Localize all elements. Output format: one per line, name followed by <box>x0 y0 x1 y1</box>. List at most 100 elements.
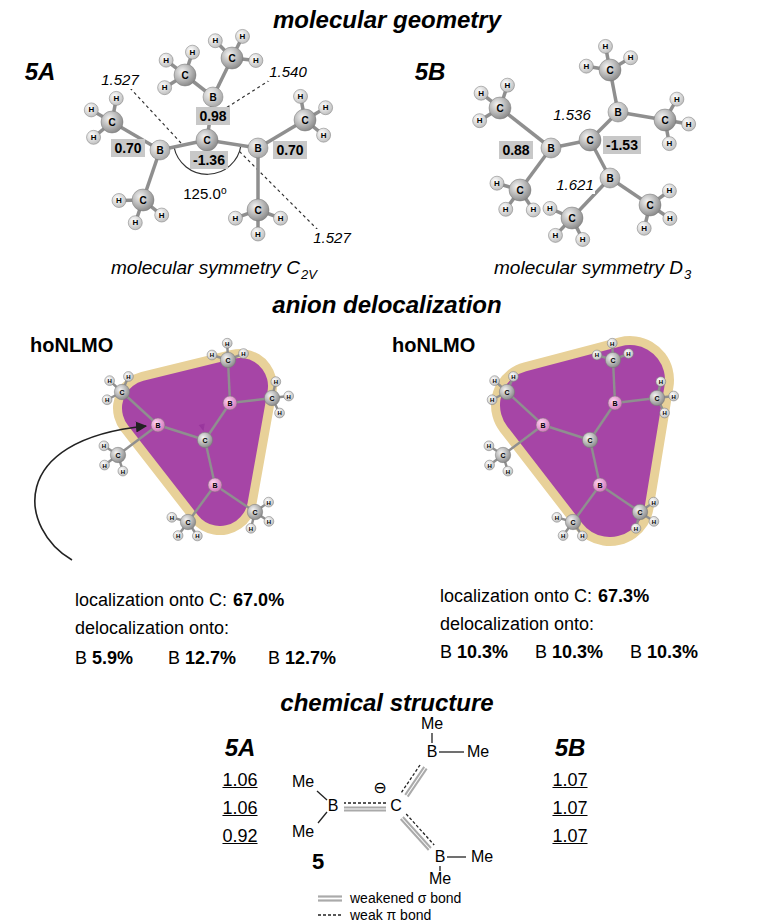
charge-box: 0.70 <box>273 141 306 159</box>
atom-symbol: H <box>210 352 214 358</box>
atom-sphere <box>662 137 676 151</box>
atom-symbol: C <box>568 214 575 224</box>
atom-symbol: H <box>240 33 246 41</box>
atom-symbol: H <box>102 443 106 449</box>
atom-sphere <box>632 504 647 519</box>
atom-sphere <box>319 101 333 115</box>
atom-symbol: B <box>254 144 261 154</box>
atom-symbol: H <box>323 104 329 112</box>
atom-symbol: H <box>278 215 284 223</box>
atom-symbol: H <box>266 500 270 506</box>
atom-symbol: H <box>652 519 656 525</box>
atom-sphere <box>159 53 173 67</box>
atom-sphere <box>599 39 613 53</box>
atom-sphere <box>222 338 232 348</box>
atom-sphere <box>284 391 294 401</box>
text-label: localization onto C: <box>440 586 592 607</box>
atom-sphere <box>489 97 511 119</box>
atom-symbol: H <box>672 394 676 400</box>
atom-sphere <box>208 478 222 492</box>
legend-sample <box>318 895 342 897</box>
atom-sphere <box>221 47 243 69</box>
atom-sphere <box>223 396 237 410</box>
bond-length: 1.621 <box>555 176 595 193</box>
atom-sphere <box>239 349 249 359</box>
compound-number: 5B <box>415 58 446 86</box>
atom-symbol: B <box>540 422 545 429</box>
atom-sphere <box>649 390 664 405</box>
atom-sphere <box>158 81 172 95</box>
atom-symbol: H <box>162 84 168 92</box>
charge-value: -1.53 <box>606 137 638 153</box>
atom-sphere <box>207 350 217 360</box>
subscript: 3 <box>684 268 691 283</box>
atom-sphere <box>87 130 101 144</box>
atom-symbol: H <box>494 180 500 188</box>
structure-label: Me <box>467 743 489 761</box>
atom-symbol: C <box>610 357 615 364</box>
atom-sphere <box>503 466 513 476</box>
atom-symbol: C <box>646 201 653 211</box>
atom-sphere <box>271 377 281 387</box>
atom-sphere <box>499 384 514 399</box>
charge-box: -1.36 <box>190 151 228 169</box>
atom-sphere <box>84 103 98 117</box>
atom-sphere <box>624 51 638 65</box>
atom-sphere <box>500 78 514 92</box>
atom-sphere <box>248 138 268 158</box>
atom-symbol: H <box>255 231 261 239</box>
atom-sphere <box>490 376 500 386</box>
single-bond <box>439 751 464 752</box>
structure-label: Me <box>429 870 451 888</box>
atom-sphere <box>499 202 513 216</box>
atom-sphere <box>509 179 531 201</box>
atom-symbol: H <box>212 37 218 45</box>
atom-symbol: B <box>614 108 621 118</box>
atom-symbol: H <box>530 206 536 214</box>
atom-symbol: H <box>478 90 484 98</box>
atom-symbol: H <box>667 215 673 223</box>
single-bond <box>318 812 327 823</box>
atom-sphere <box>203 87 223 107</box>
atom-symbol: H <box>487 463 491 469</box>
atom-symbol: H <box>503 206 509 214</box>
text-label: B <box>535 642 547 663</box>
atom-sphere <box>275 408 285 418</box>
atom-sphere <box>173 531 183 541</box>
atom-symbol: C <box>504 389 509 396</box>
bond-order: 1.07 <box>552 826 587 847</box>
atom-sphere <box>631 523 641 533</box>
sigma-bond <box>344 810 386 812</box>
single-bond <box>447 856 466 857</box>
atom-sphere <box>317 128 331 142</box>
charge-box: 0.70 <box>111 139 144 157</box>
leader-line <box>226 80 270 108</box>
atom-sphere <box>600 168 620 188</box>
atom-sphere <box>485 460 495 470</box>
atom-symbol: H <box>555 515 559 521</box>
charge-value: 0.88 <box>502 142 529 158</box>
atom-symbol: H <box>225 341 229 347</box>
atom-sphere <box>264 497 274 507</box>
atom-symbol: H <box>477 117 483 125</box>
atom-sphere <box>155 208 169 222</box>
atom-symbol: H <box>163 57 169 65</box>
atom-symbol: H <box>686 121 692 129</box>
atom-symbol: H <box>603 43 609 51</box>
atom-symbol: H <box>547 205 553 213</box>
structure-label: B <box>328 797 339 815</box>
atom-sphere <box>105 376 115 386</box>
atom-symbol: C <box>185 519 190 526</box>
pi-bond <box>406 814 434 845</box>
bond-length: 1.536 <box>552 106 592 123</box>
atom-symbol: H <box>159 212 165 220</box>
atom-sphere <box>102 395 112 405</box>
atom-sphere <box>495 447 510 462</box>
atom-sphere <box>487 395 497 405</box>
percentage-value: 12.7% <box>185 648 236 669</box>
molecule-atoms <box>84 29 695 540</box>
single-bond <box>317 791 327 800</box>
text-label: B <box>630 642 642 663</box>
atom-sphere <box>484 441 494 451</box>
atom-symbol: H <box>506 469 510 475</box>
